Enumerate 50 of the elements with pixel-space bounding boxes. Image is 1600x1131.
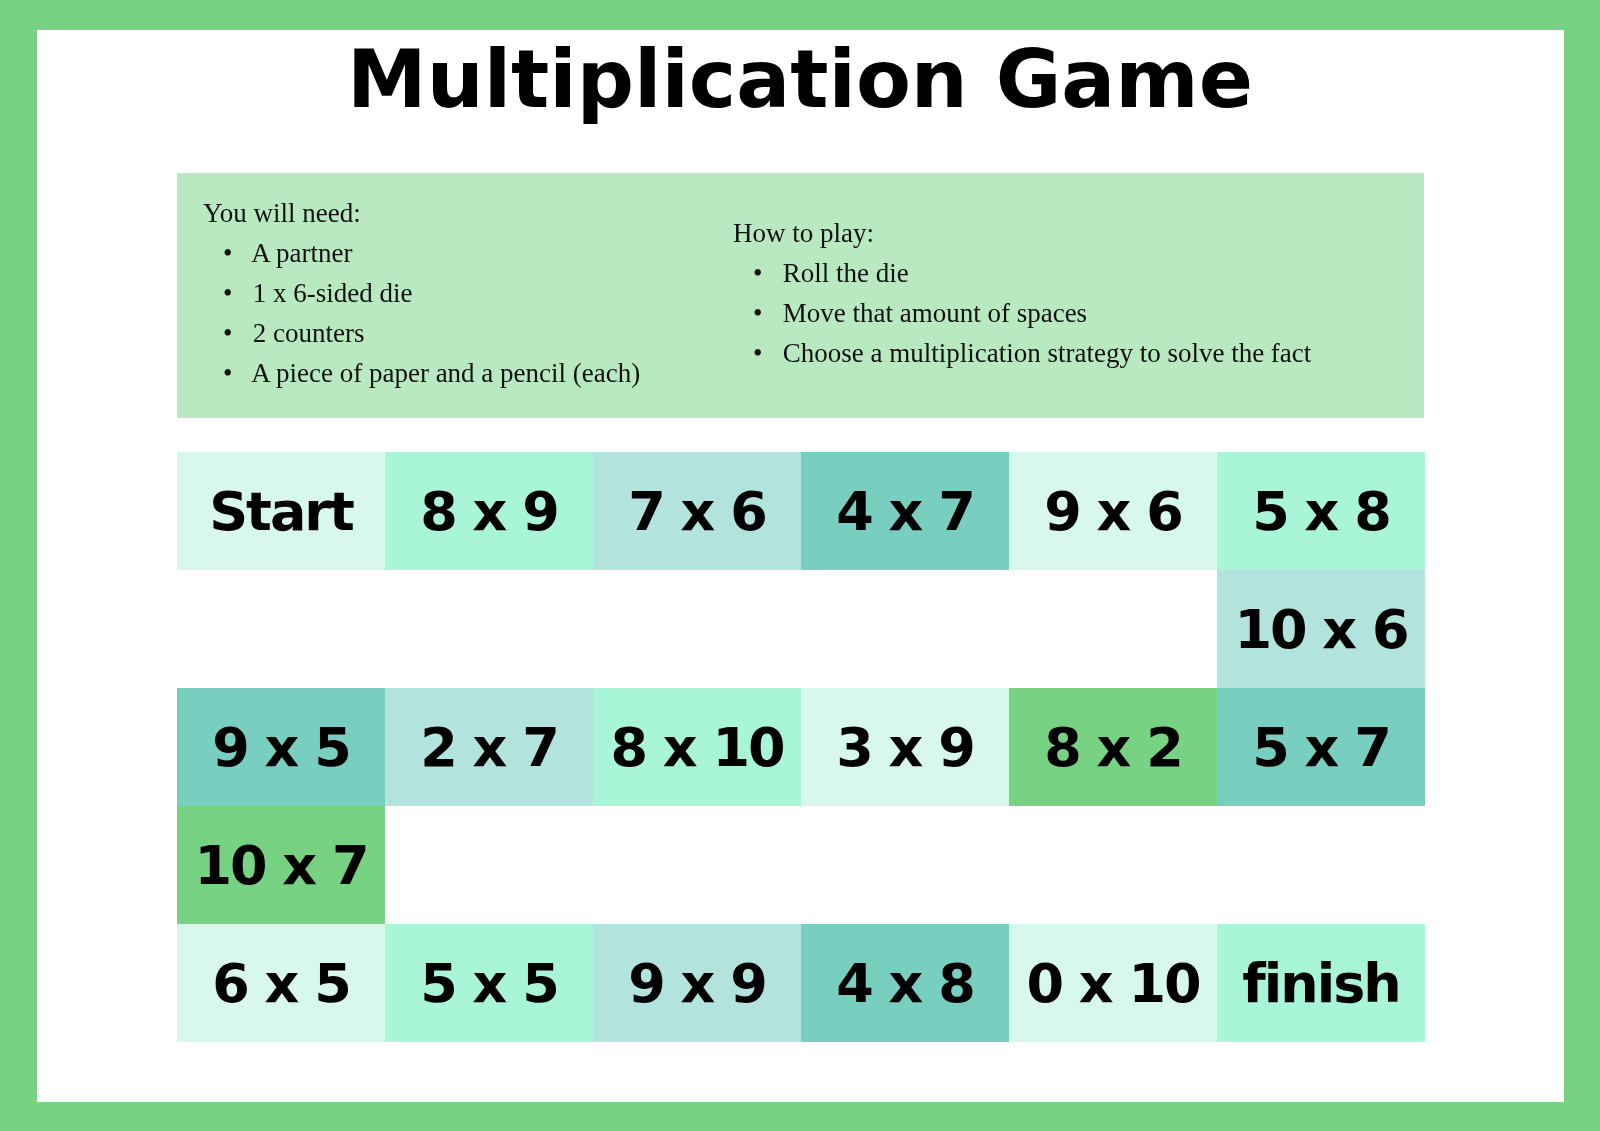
space-label: Start (209, 479, 353, 543)
space-label: 6 x 5 (212, 951, 350, 1015)
list-item: • A piece of paper and a pencil (each) (223, 358, 641, 388)
board-space (385, 452, 593, 570)
list-heading: You will need: (203, 197, 361, 230)
list-item: • Move that amount of spaces (753, 298, 1088, 328)
space-label: 9 x 9 (628, 951, 766, 1015)
board-space (801, 452, 1009, 570)
space-label: 8 x 10 (610, 715, 784, 779)
list-item: • Choose a multiplication strategy to solve the fact (753, 338, 1312, 368)
space-label: 3 x 9 (836, 715, 974, 779)
board-space (801, 688, 1009, 806)
board-space (593, 924, 801, 1042)
list-item: • 2 counters (223, 318, 365, 348)
space-label: 5 x 8 (1252, 479, 1390, 543)
board-space (1217, 570, 1425, 688)
list-heading: How to play: (733, 217, 874, 250)
space-label: 7 x 6 (628, 479, 766, 543)
board-space (385, 924, 593, 1042)
space-label: 0 x 10 (1026, 951, 1200, 1015)
list-item: • 1 x 6-sided die (223, 278, 413, 308)
board-space (1009, 924, 1217, 1042)
space-label: 8 x 9 (420, 479, 558, 543)
space-label: finish (1242, 951, 1400, 1015)
board-space (177, 452, 385, 570)
board-space (1009, 452, 1217, 570)
board-space (593, 452, 801, 570)
board-space (593, 688, 801, 806)
space-label: 10 x 7 (194, 833, 368, 897)
board-space (801, 924, 1009, 1042)
space-label: 4 x 7 (836, 479, 974, 543)
space-label: 4 x 8 (836, 951, 974, 1015)
list-item: • A partner (223, 238, 353, 268)
board-space (177, 924, 385, 1042)
space-label: 5 x 7 (1252, 715, 1390, 779)
board-space (177, 806, 385, 924)
board-space (177, 688, 385, 806)
space-label: 5 x 5 (420, 951, 558, 1015)
space-label: 8 x 2 (1044, 715, 1182, 779)
board-space (385, 688, 593, 806)
board-space (1217, 924, 1425, 1042)
space-label: 2 x 7 (420, 715, 558, 779)
instructions-panel (177, 173, 1424, 418)
board-space (1009, 688, 1217, 806)
space-label: 10 x 6 (1234, 597, 1408, 661)
list-item: • Roll the die (753, 258, 909, 288)
space-label: 9 x 6 (1044, 479, 1182, 543)
space-label: 9 x 5 (212, 715, 350, 779)
board-space (1217, 688, 1425, 806)
board-space (1217, 452, 1425, 570)
